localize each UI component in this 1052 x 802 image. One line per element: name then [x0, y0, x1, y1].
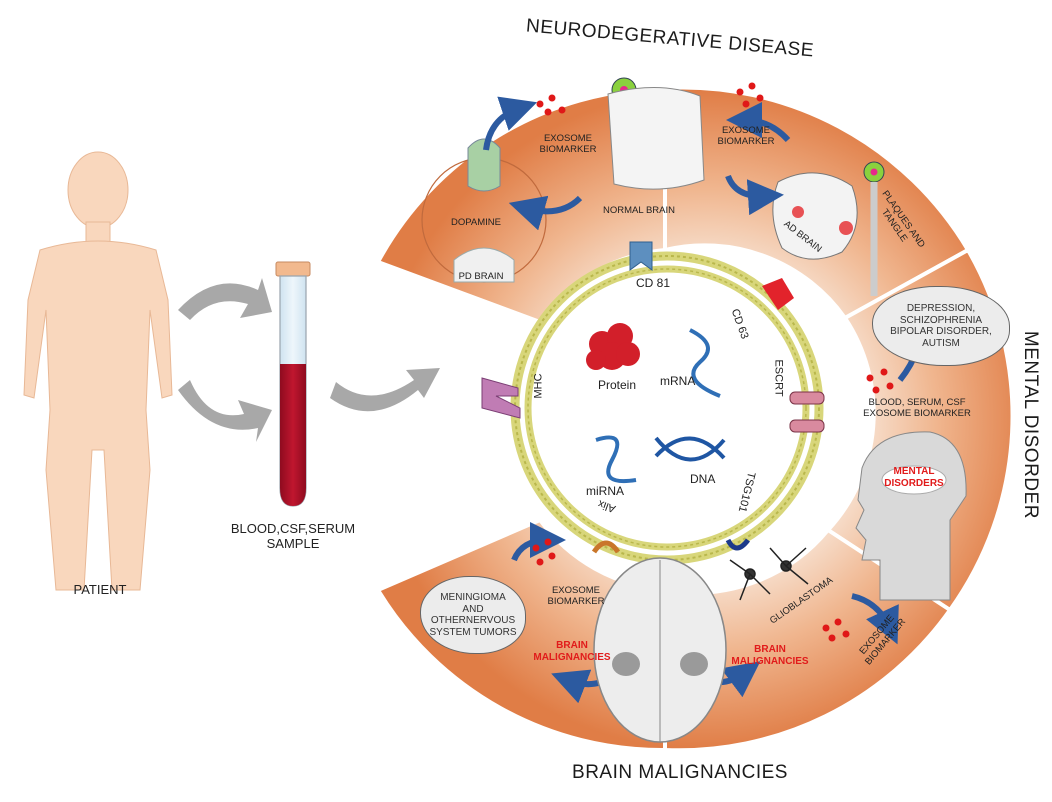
escrt-protein [789, 391, 825, 433]
cd81-protein [629, 241, 653, 271]
cd81-label: CD 81 [636, 276, 671, 290]
normal-brain-image [607, 87, 705, 190]
head-silhouette [855, 431, 967, 601]
protein-molecule [586, 323, 640, 370]
mhc-label: MHC [532, 373, 545, 399]
meningioma-bubble: MENINGIOMA AND OTHERNERVOUS SYSTEM TUMOR… [420, 576, 526, 654]
neuron-top-right [863, 161, 885, 296]
brain-malignancies-label-right: BRAIN MALIGNANCIES [731, 644, 809, 667]
dopamine-label: DOPAMINE [451, 217, 501, 228]
section-title-malignancies: BRAIN MALIGNANCIES [572, 762, 788, 783]
section-title-mental: MENTAL DISORDER [1019, 330, 1041, 519]
mirna-molecule [595, 435, 637, 483]
mhc-protein [481, 377, 521, 419]
brain-top-view [593, 557, 727, 743]
patient-figure [23, 151, 173, 591]
grey-arrows [178, 278, 440, 442]
synapse-circle [421, 138, 547, 283]
red-dots-mental [866, 368, 894, 394]
mirna-label: miRNA [586, 484, 624, 498]
dna-label: DNA [690, 472, 716, 486]
normal-brain-label: NORMAL BRAIN [603, 205, 675, 216]
protein-label: Protein [598, 378, 637, 392]
red-dots-malig [532, 538, 850, 642]
mental-disorders-head-label: MENTAL DISORDERS [884, 466, 944, 489]
dna-molecule [654, 436, 726, 462]
mental-biomarker-label: BLOOD, SERUM, CSF EXOSOME BIOMARKER [863, 397, 971, 419]
patient-label: PATIENT [73, 582, 127, 597]
glioblastoma-cells [729, 547, 809, 601]
exosome-biomarker-label-right: EXOSOME BIOMARKER [717, 125, 775, 147]
pd-brain-label: PD BRAIN [458, 271, 504, 282]
sample-label: BLOOD,CSF,SERUM SAMPLE [230, 521, 356, 551]
mrna-label: mRNA [660, 374, 696, 388]
exosome-biomarker-label: EXOSOME BIOMARKER [539, 133, 597, 155]
exosome-biomarker-label-malig: EXOSOME BIOMARKER [547, 585, 605, 607]
cd63-protein [762, 278, 794, 310]
blood-tube [275, 261, 311, 507]
escrt-label: ESCRT [772, 359, 785, 397]
alix-protein [591, 540, 621, 554]
ad-brain-image [772, 172, 858, 260]
brain-malignancies-label-left: BRAIN MALIGNANCIES [533, 640, 611, 663]
tsg101-protein [725, 538, 750, 551]
mrna-molecule [689, 328, 721, 398]
mental-disorders-bubble: DEPRESSION, SCHIZOPHRENIA BIPOLAR DISORD… [872, 286, 1010, 366]
